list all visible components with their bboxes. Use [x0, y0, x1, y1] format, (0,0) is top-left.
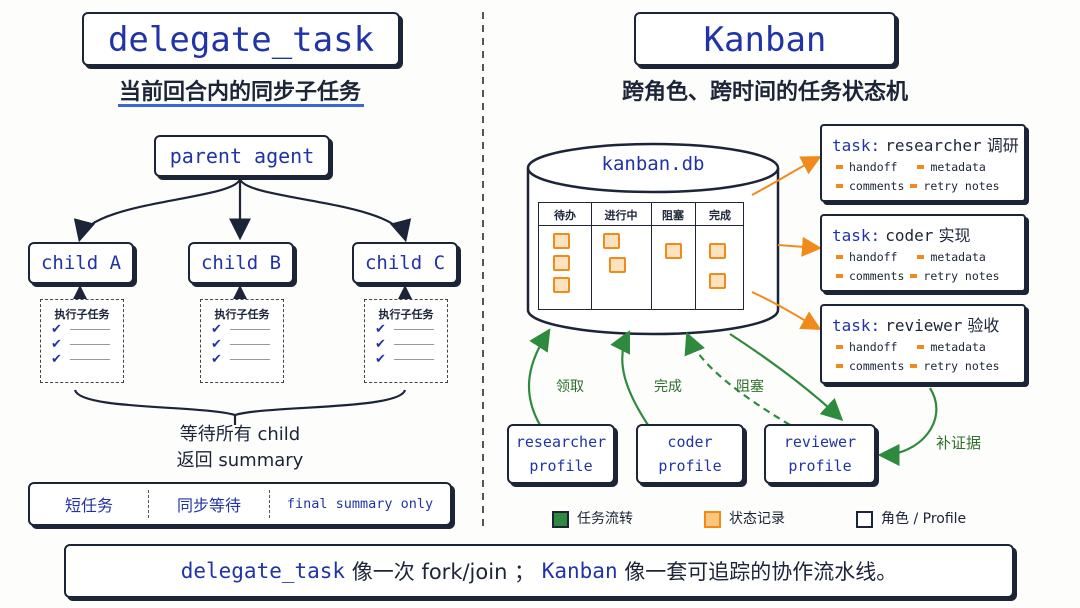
- card-blocked-1: [665, 243, 682, 259]
- flow-label-done: 完成: [654, 379, 682, 395]
- legend-white-swatch: [856, 510, 873, 528]
- column-in-progress: 进行中: [604, 209, 638, 222]
- arrow-parent-child-c: [238, 177, 412, 243]
- child-c-task-list: 执行子任务 ✔ ✔ ✔: [364, 299, 448, 383]
- db-title: kanban.db: [601, 153, 705, 175]
- reviewer-profile: reviewer profile: [764, 424, 876, 484]
- arrow-done: [610, 330, 649, 426]
- arrow-review-reverse: [729, 333, 844, 422]
- right-subtitle: 跨角色、跨时间的任务状态机: [621, 80, 908, 105]
- left-subtitle: 当前回合内的同步子任务: [118, 80, 361, 105]
- footer-text-2: 像一套可追踪的协作流水线。: [617, 560, 898, 584]
- column-done: 完成: [709, 209, 731, 222]
- child-a-task-list: 执行子任务 ✔ ✔ ✔: [40, 299, 124, 383]
- check-icon: ✔: [375, 337, 386, 352]
- check-icon: ✔: [51, 322, 62, 337]
- check-icon: ✔: [51, 352, 62, 367]
- arrow-parent-child-a: [73, 177, 242, 243]
- child-b-node: child B: [188, 242, 294, 284]
- check-icon: ✔: [375, 352, 386, 367]
- left-subtitle-underline: [118, 104, 364, 107]
- card-done-1: [709, 243, 726, 259]
- card-progress-1: [603, 233, 620, 249]
- card-todo-1: [553, 233, 570, 249]
- legend-orange-swatch: [704, 510, 721, 528]
- column-blocked: 阻塞: [662, 209, 684, 222]
- arrow-evidence: [877, 387, 938, 466]
- check-icon: ✔: [211, 322, 222, 337]
- parent-agent-node: parent agent: [154, 135, 330, 177]
- tag-final-summary: final summary only: [286, 496, 434, 512]
- researcher-profile: researcher profile: [507, 424, 615, 484]
- footer-banner: delegate_task 像一次 fork/join ； Kanban 像一套…: [64, 544, 1014, 598]
- card-todo-2: [553, 255, 570, 271]
- tag-short-task: 短任务: [64, 496, 113, 515]
- flow-label-claim: 领取: [556, 379, 584, 395]
- legend-flow: 任务流转: [552, 508, 633, 528]
- footer-text-1: 像一次 fork/join ；: [345, 560, 542, 584]
- child-b-task-list: 执行子任务 ✔ ✔ ✔: [200, 299, 284, 383]
- flow-label-blocked: 阻塞: [736, 379, 764, 395]
- child-c-node: child C: [352, 242, 458, 284]
- arrow-db-task-coder: [777, 236, 822, 257]
- tag-sync-wait: 同步等待: [176, 496, 241, 515]
- check-icon: ✔: [51, 337, 62, 352]
- flow-label-evidence: 补证据: [936, 434, 982, 452]
- arrow-db-task-reviewer: [751, 291, 822, 330]
- card-progress-2: [609, 257, 626, 273]
- wait-line-1: 等待所有 child: [179, 424, 301, 445]
- kanban-board: 待办 进行中 阻塞 完成: [538, 202, 744, 310]
- right-header: Kanban: [634, 12, 896, 66]
- coder-profile: coder profile: [636, 424, 744, 484]
- wait-text: 等待所有 child 返回 summary: [140, 422, 340, 474]
- footer-delegate: delegate_task: [180, 559, 346, 583]
- legend-role: 角色 / Profile: [856, 508, 966, 528]
- wait-line-2: 返回 summary: [176, 450, 304, 471]
- column-todo: 待办: [554, 209, 576, 222]
- task-list-title: 执行子任务: [214, 308, 270, 321]
- task-list-title: 执行子任务: [54, 308, 110, 321]
- child-a-node: child A: [28, 242, 134, 284]
- arrow-wait-brace: [73, 389, 407, 417]
- footer-kanban: Kanban: [541, 559, 618, 583]
- check-icon: ✔: [375, 322, 386, 337]
- left-tags-bar: 短任务 同步等待 final summary only: [28, 482, 452, 526]
- check-icon: ✔: [211, 352, 222, 367]
- task-list-title: 执行子任务: [378, 308, 434, 321]
- left-header: delegate_task: [82, 12, 400, 66]
- legend-status: 状态记录: [704, 508, 785, 528]
- legend-green-swatch: [552, 510, 569, 528]
- arrow-db-task-researcher: [751, 156, 822, 196]
- arrow-blocked: [684, 331, 791, 426]
- check-icon: ✔: [211, 337, 222, 352]
- card-done-2: [709, 273, 726, 289]
- arrow-claim: [527, 328, 551, 426]
- card-todo-3: [553, 277, 570, 293]
